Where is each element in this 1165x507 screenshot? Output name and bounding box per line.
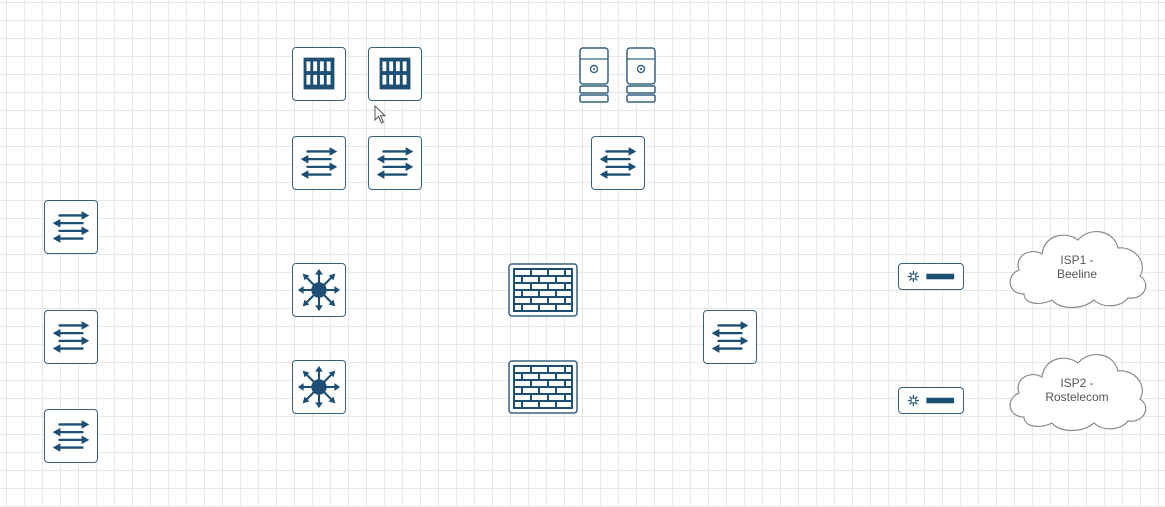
switch-icon [45, 201, 97, 253]
switch-icon [45, 311, 97, 363]
switch-left-3[interactable] [44, 409, 98, 463]
server-1[interactable] [579, 47, 609, 103]
layer3-switch-icon [293, 361, 345, 413]
switch-icon [45, 410, 97, 462]
firewall-2[interactable] [508, 360, 578, 414]
switch-icon [293, 137, 345, 189]
isp2-label: ISP2 - Rostelecom [1045, 376, 1109, 404]
storage-1[interactable] [292, 47, 346, 101]
server-icon [626, 47, 656, 103]
storage-2[interactable] [368, 47, 422, 101]
router-icon [899, 388, 963, 413]
switch-left-1[interactable] [44, 200, 98, 254]
firewall-icon [508, 360, 578, 414]
mouse-cursor-icon [374, 105, 387, 124]
switch-icon [592, 137, 644, 189]
switch-edge[interactable] [703, 310, 757, 364]
core-switch-1[interactable] [292, 263, 346, 317]
layer3-switch-icon [293, 264, 345, 316]
switch-mid-2[interactable] [368, 136, 422, 190]
switch-icon [704, 311, 756, 363]
router-2[interactable] [898, 387, 964, 414]
firewall-icon [508, 263, 578, 317]
core-switch-2[interactable] [292, 360, 346, 414]
server-2[interactable] [626, 47, 656, 103]
isp1-cloud[interactable]: ISP1 - Beeline [1002, 222, 1152, 312]
switch-left-2[interactable] [44, 310, 98, 364]
switch-server[interactable] [591, 136, 645, 190]
router-1[interactable] [898, 263, 964, 290]
switch-mid-1[interactable] [292, 136, 346, 190]
router-icon [899, 264, 963, 289]
storage-rack-icon [293, 48, 345, 100]
switch-icon [369, 137, 421, 189]
storage-rack-icon [369, 48, 421, 100]
server-icon [579, 47, 609, 103]
isp1-label: ISP1 - Beeline [1056, 253, 1098, 281]
firewall-1[interactable] [508, 263, 578, 317]
isp2-cloud[interactable]: ISP2 - Rostelecom [1002, 345, 1152, 435]
